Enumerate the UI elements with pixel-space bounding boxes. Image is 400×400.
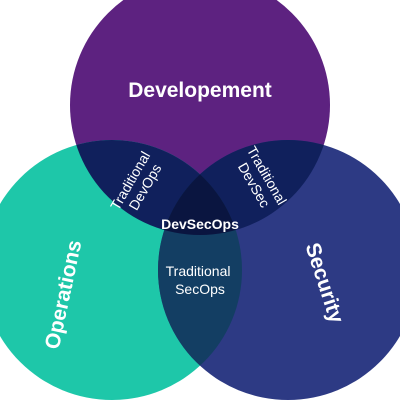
- traditional-secops-label: Traditional SecOps: [166, 263, 235, 297]
- devsecops-label: DevSecOps: [161, 216, 239, 232]
- development-label: Developement: [128, 79, 272, 102]
- devsecops-center-region: [158, 140, 242, 235]
